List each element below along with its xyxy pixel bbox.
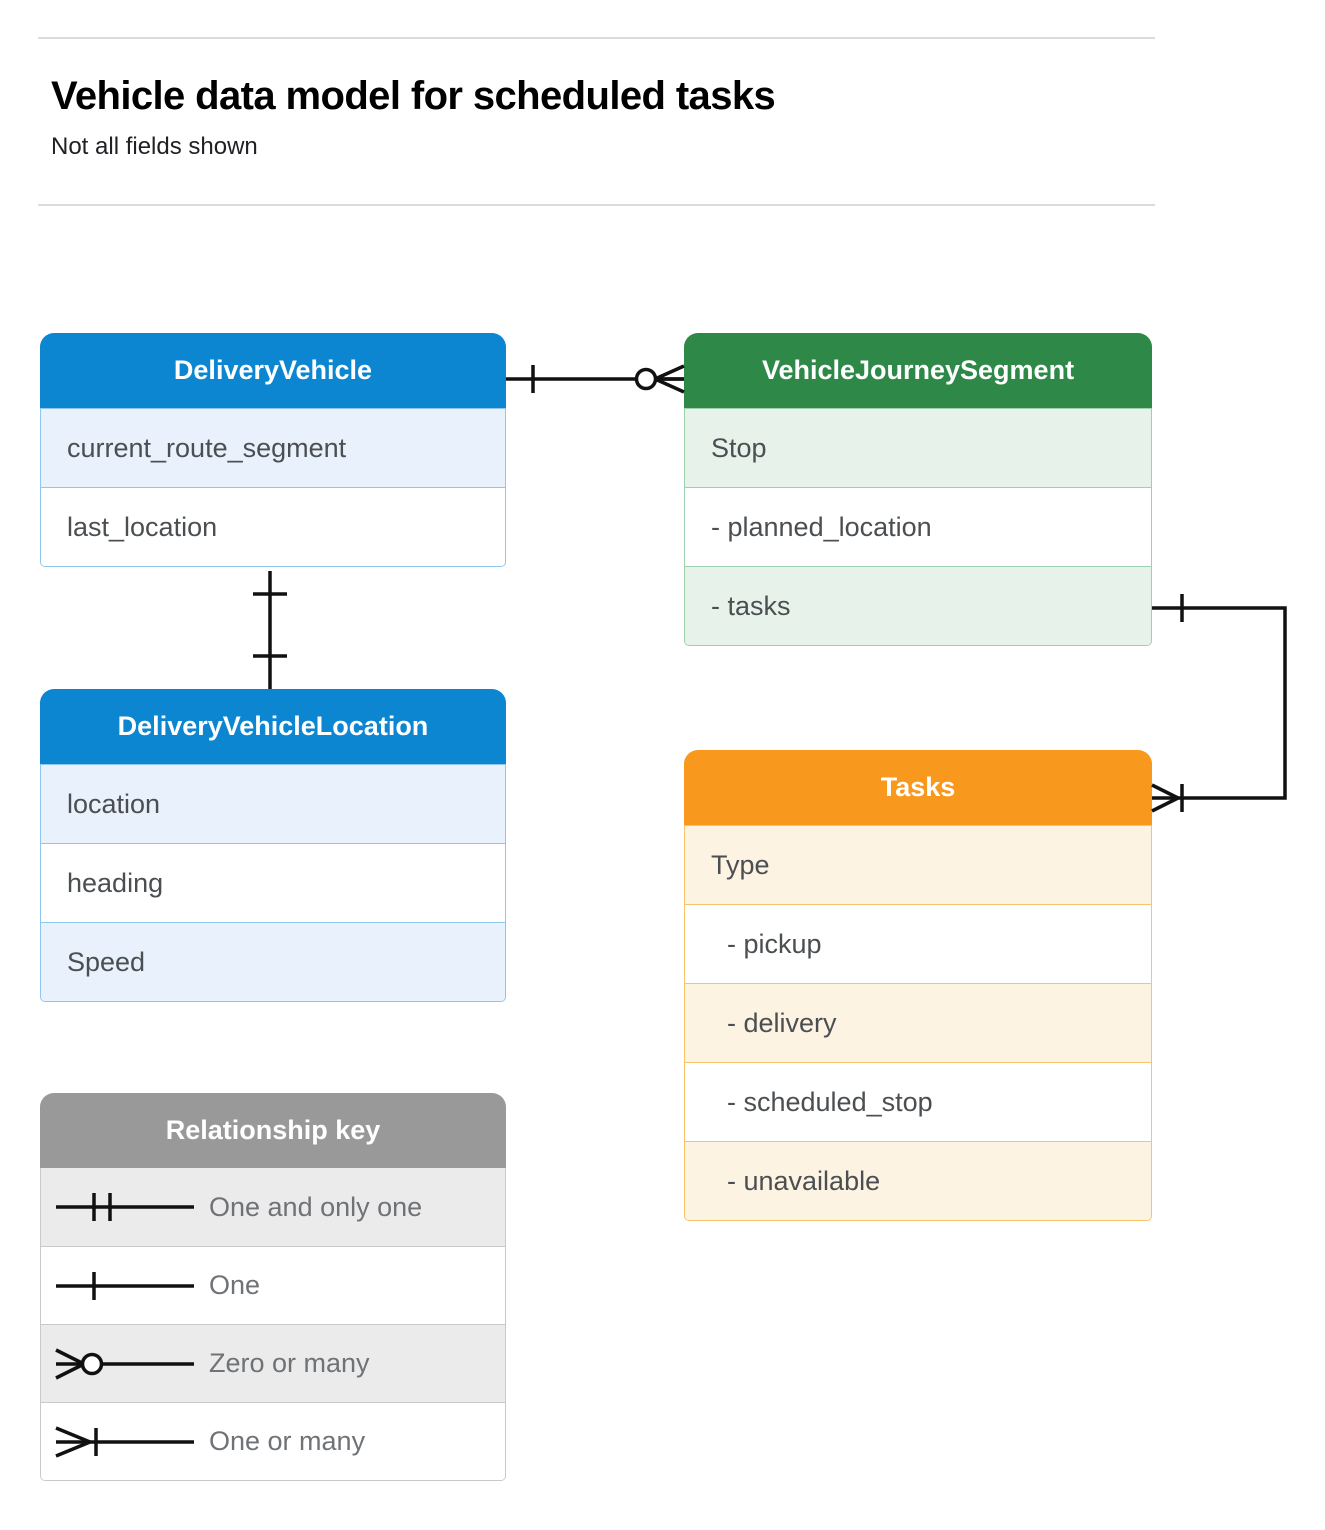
entity-field-row: Speed [41,922,505,1001]
entity-field-row: heading [41,843,505,922]
relationship-journey-segment-tasks-to-tasks [1151,594,1287,813]
header-divider-bottom [38,204,1155,206]
legend-title: Relationship key [40,1093,506,1168]
entity-field-row: location [41,764,505,843]
page-subtitle: Not all fields shown [51,133,258,160]
relationship-delivery-vehicle-to-vehicle-location [253,571,287,689]
entity-field-row: - pickup [685,904,1151,983]
legend-item-one-or-many: One or many [41,1402,505,1480]
entity-delivery-vehicle-body: current_route_segment last_location [40,408,506,567]
entity-field-row: - unavailable [685,1141,1151,1220]
entity-delivery-vehicle-location-body: location heading Speed [40,764,506,1002]
legend-item-label: Zero or many [209,1348,370,1378]
entity-delivery-vehicle-title: DeliveryVehicle [40,333,506,408]
one-or-many-icon [41,1403,209,1480]
header-divider-top [38,37,1155,39]
legend-item-label: One [209,1270,261,1300]
entity-delivery-vehicle-location-title: DeliveryVehicleLocation [40,689,506,764]
entity-tasks-body: Type - pickup - delivery - scheduled_sto… [684,825,1152,1221]
entity-field-row: Type [685,825,1151,904]
entity-vehicle-journey-segment-body: Stop - planned_location - tasks [684,408,1152,646]
legend-item-zero-or-many: Zero or many [41,1324,505,1402]
entity-field-row: Stop [685,408,1151,487]
entity-vehicle-journey-segment[interactable]: VehicleJourneySegment Stop - planned_loc… [684,333,1152,646]
legend-item-label: One and only one [209,1191,423,1222]
entity-delivery-vehicle-location[interactable]: DeliveryVehicleLocation location heading… [40,689,506,1002]
page-title: Vehicle data model for scheduled tasks [51,74,776,118]
entity-field-row: last_location [41,487,505,566]
entity-tasks[interactable]: Tasks Type - pickup - delivery - schedul… [684,750,1152,1221]
entity-tasks-title: Tasks [684,750,1152,825]
zero-or-many-icon [41,1325,209,1402]
entity-field-row: - scheduled_stop [685,1062,1151,1141]
legend-item-label: One or many [209,1426,366,1456]
entity-delivery-vehicle[interactable]: DeliveryVehicle current_route_segment la… [40,333,506,567]
one-icon [41,1247,209,1324]
entity-field-row: - planned_location [685,487,1151,566]
legend-item-one-and-only-one: One and only one [41,1168,505,1246]
relationship-delivery-vehicle-to-journey-segment [506,364,685,394]
entity-vehicle-journey-segment-title: VehicleJourneySegment [684,333,1152,408]
entity-field-row: - tasks [685,566,1151,645]
legend-relationship-key: Relationship key One and only one [40,1093,506,1481]
one-and-only-one-icon [41,1168,209,1246]
legend-item-one: One [41,1246,505,1324]
entity-field-row: - delivery [685,983,1151,1062]
legend-body: One and only one One [40,1168,506,1481]
entity-field-row: current_route_segment [41,408,505,487]
